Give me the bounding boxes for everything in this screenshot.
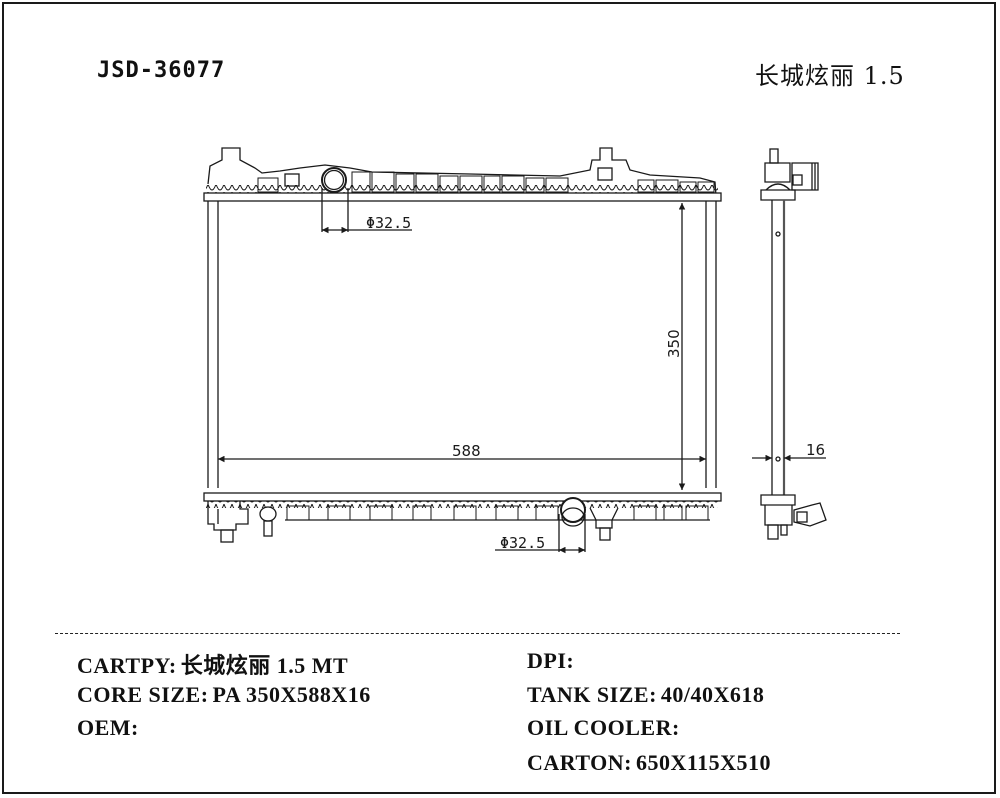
spec-oem: OEM: [77,715,143,741]
side-view [752,148,827,540]
spec-key: CARTON: [527,750,632,775]
spec-key: OEM: [77,715,139,740]
core-thickness-label: 16 [806,441,825,459]
spec-core-size: CORE SIZE:PA 350X588X16 [77,682,371,708]
spec-value: 长城炫丽 1.5 MT [180,653,349,678]
core-width-label: 588 [452,442,481,460]
spec-key: CORE SIZE: [77,682,209,707]
part-number: JSD-36077 [97,58,226,83]
spec-key: DPI: [527,648,575,673]
spec-key: OIL COOLER: [527,715,680,740]
inlet-diameter-label: Φ32.5 [366,214,411,232]
spec-oil-cooler: OIL COOLER: [527,715,684,741]
outlet-diameter-label: Φ32.5 [500,534,545,552]
spec-tank-size: TANK SIZE:40/40X618 [527,682,764,708]
front-view [203,147,722,554]
spec-key: CARTPY: [77,653,177,678]
spec-value: 650X115X510 [636,750,772,775]
spec-value: PA 350X588X16 [212,682,371,707]
spec-dpi: DPI: [527,648,578,674]
spec-value: 40/40X618 [660,682,765,707]
core-height-label: 350 [665,329,683,358]
vehicle-model: 长城炫丽 1.5 [755,62,905,90]
dashed-separator [55,633,900,634]
spec-key: TANK SIZE: [527,682,657,707]
spec-carton: CARTON:650X115X510 [527,750,771,776]
spec-cartpy: CARTPY:长城炫丽 1.5 MT [77,648,348,680]
